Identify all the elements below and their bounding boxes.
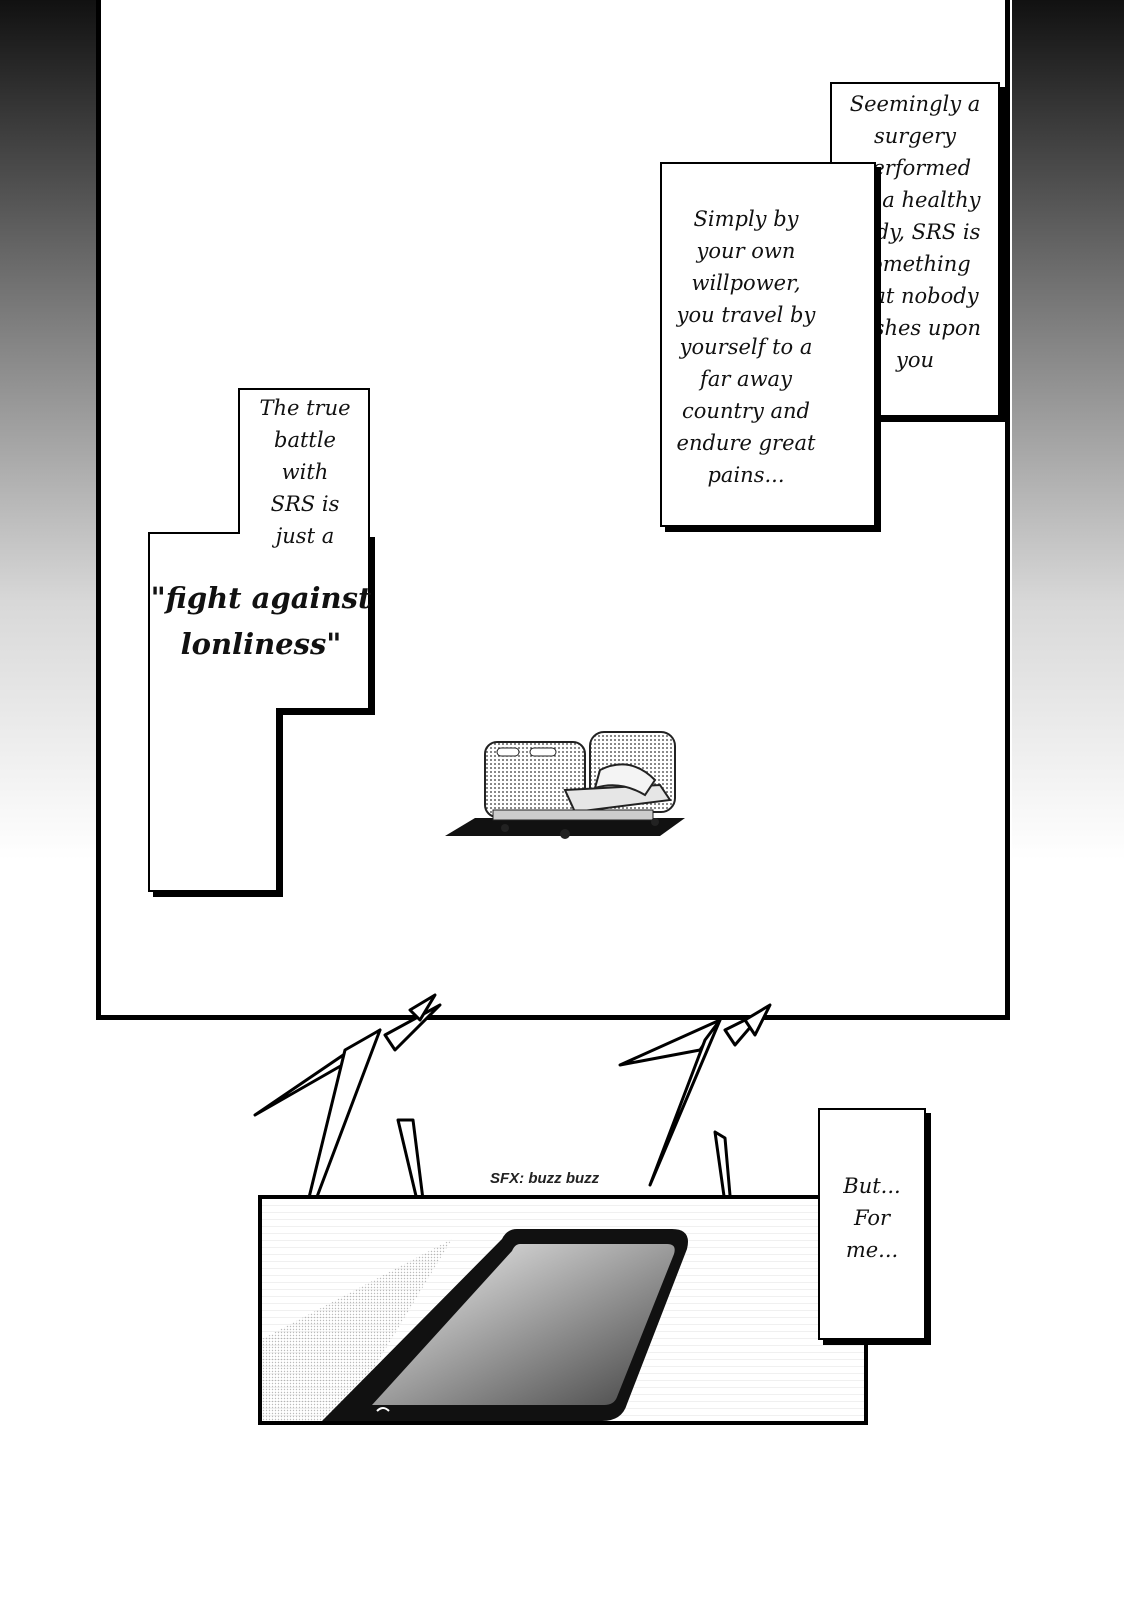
caption-willpower: Simply by your own willpower, you travel… (676, 207, 816, 487)
caption-me: But... For me... (843, 1174, 901, 1262)
caption-box-battle-joint (150, 534, 368, 708)
bottom-panel (258, 1195, 868, 1425)
caption-box-battle-joint2 (150, 690, 276, 720)
sfx-label: SFX: buzz buzz (490, 1170, 600, 1187)
caption-box-battle-upper (238, 388, 370, 538)
caption-box-me (818, 1108, 926, 1340)
phone-illustration (262, 1229, 688, 1421)
caption-battle: The true battle with SRS is just a (259, 396, 351, 548)
screentone-left (0, 0, 96, 860)
screentone-right (1012, 0, 1124, 860)
caption-box-battle-joint3 (240, 520, 368, 550)
caption-box-battle-lower (148, 700, 278, 892)
hospital-bed-illustration (445, 731, 685, 839)
caption-fight-against-lonliness: "fight against lonliness" (150, 581, 372, 661)
caption-box-willpower-top-cover (662, 164, 828, 414)
